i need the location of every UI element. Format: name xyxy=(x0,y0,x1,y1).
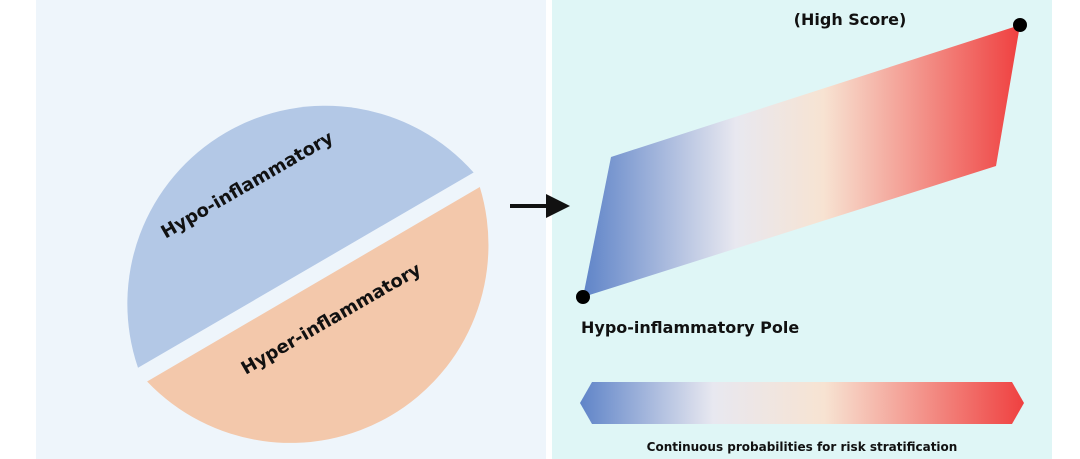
low-pole-dot xyxy=(576,290,590,304)
probability-scale-bar xyxy=(580,382,1024,424)
arrow-right-icon xyxy=(510,194,570,218)
probability-plane xyxy=(583,25,1020,297)
hyper-inflammatory-segment xyxy=(147,187,489,443)
scale-caption: Continuous probabilities for risk strati… xyxy=(647,440,958,454)
hypo-inflammatory-segment xyxy=(127,105,474,368)
hypo-pole-label: Hypo-inflammatory Pole xyxy=(581,318,799,337)
high-score-label: (High Score) xyxy=(794,10,907,29)
high-score-pole-dot xyxy=(1013,18,1027,32)
